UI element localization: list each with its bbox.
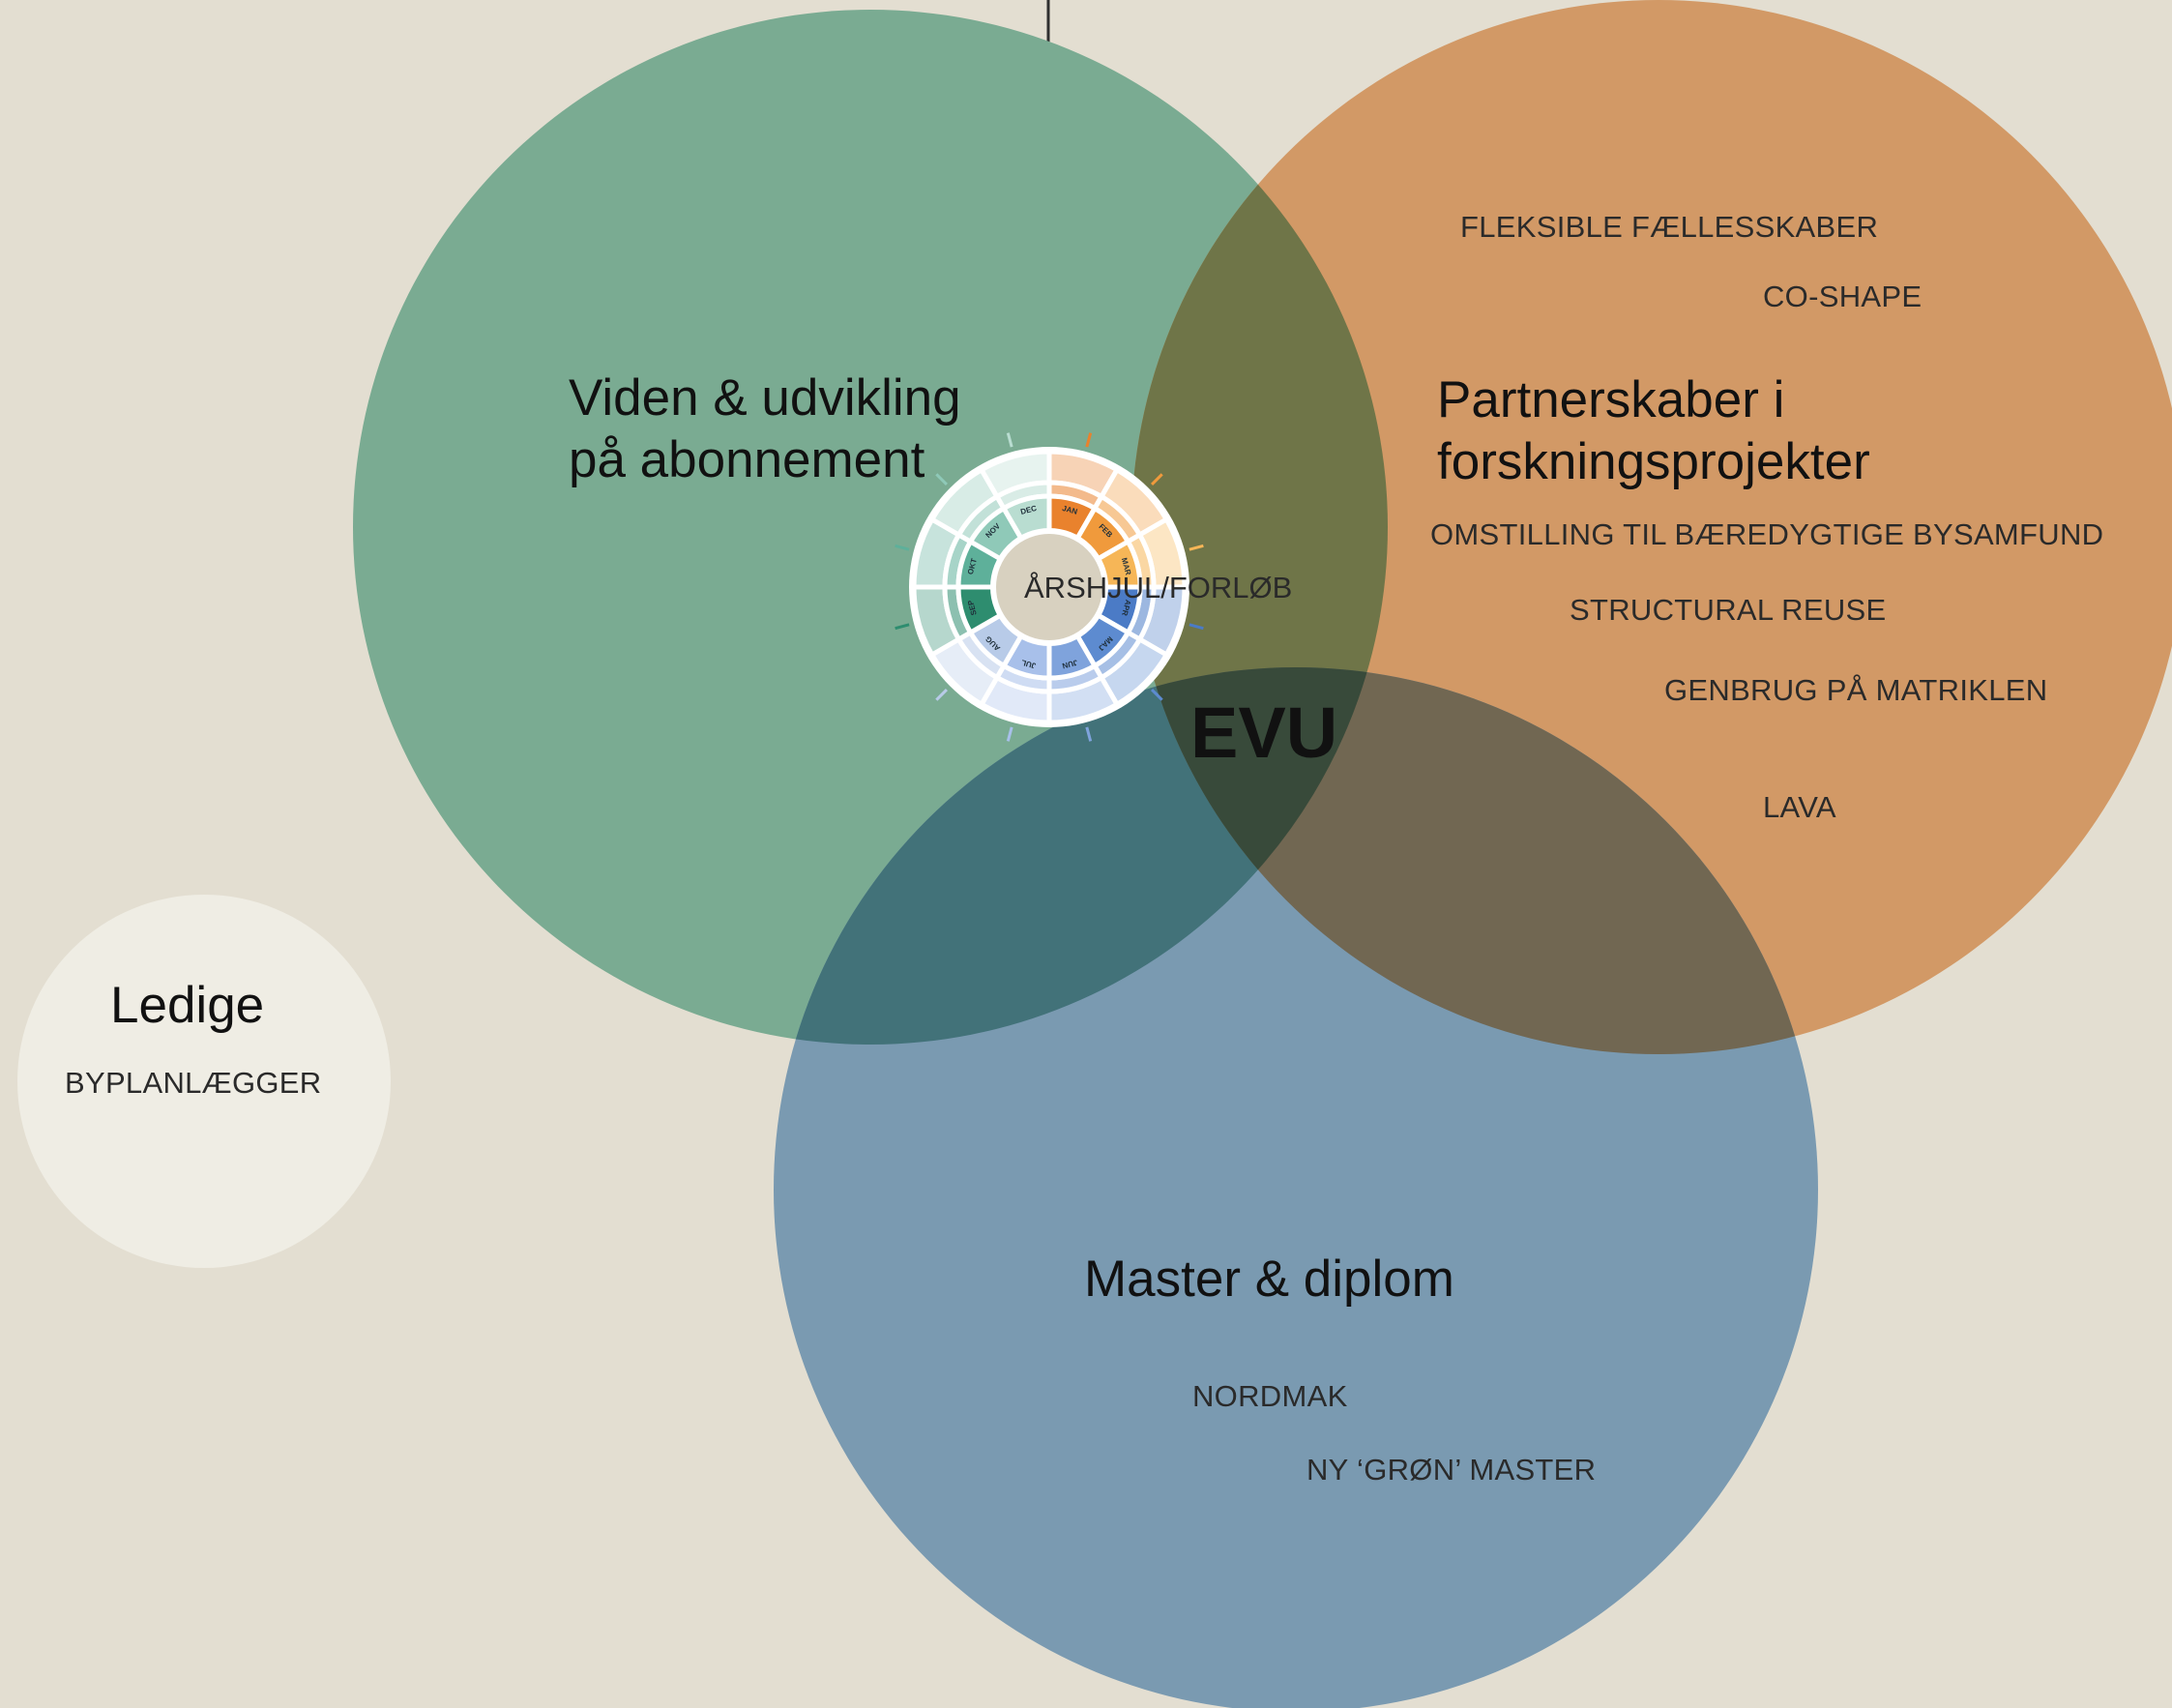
blue-item-nordmak: NORDMAK bbox=[1192, 1379, 1348, 1413]
year-wheel-tick-apr bbox=[1189, 623, 1204, 631]
year-wheel-hub bbox=[990, 528, 1108, 646]
orange-item-fleksible: FLEKSIBLE FÆLLESSKABER bbox=[1460, 210, 1879, 244]
orange-item-omstilling: OMSTILLING TIL BÆREDYGTIGE BYSAMFUND bbox=[1430, 517, 2104, 551]
orange-circle-title-line2: forskningsprojekter bbox=[1437, 433, 1870, 490]
year-wheel-tick-okt bbox=[895, 544, 910, 551]
year-wheel-tick-nov bbox=[935, 473, 948, 486]
green-circle-title: Viden & udvikling på abonnement bbox=[569, 368, 961, 491]
year-wheel-label: ÅRSHJUL/FORLØB bbox=[1024, 571, 1293, 604]
year-wheel-month-dec: DEC bbox=[1019, 504, 1038, 516]
orange-blue-overlap bbox=[1131, 667, 1818, 1054]
ledige-item-byplanlaegger: BYPLANLÆGGER bbox=[65, 1066, 322, 1100]
year-wheel-month-apr: APR bbox=[1120, 599, 1132, 617]
year-wheel-month-jul: JUL bbox=[1020, 658, 1037, 670]
ledige-title: Ledige bbox=[110, 977, 265, 1034]
year-wheel-month-jan: JAN bbox=[1061, 504, 1078, 516]
orange-item-genbrug: GENBRUG PÅ MATRIKLEN bbox=[1664, 673, 2048, 707]
year-wheel-month-okt: OKT bbox=[966, 557, 979, 575]
orange-circle-title-line1: Partnerskaber i bbox=[1437, 371, 1785, 428]
evu-center-label: EVU bbox=[1190, 692, 1338, 773]
year-wheel-tick-jun bbox=[1085, 726, 1093, 742]
blue-item-ny-groen-master: NY ‘GRØN’ MASTER bbox=[1306, 1453, 1597, 1487]
year-wheel-tick-aug bbox=[935, 689, 948, 701]
orange-item-structural-reuse: STRUCTURAL REUSE bbox=[1570, 593, 1887, 627]
year-wheel-tick-mar bbox=[1189, 544, 1204, 551]
orange-item-lava: LAVA bbox=[1763, 790, 1836, 824]
green-circle-title-line1: Viden & udvikling bbox=[569, 369, 961, 427]
blue-circle-title: Master & diplom bbox=[1084, 1251, 1454, 1308]
ledige-circle bbox=[17, 895, 391, 1268]
year-wheel-month-sep: SEP bbox=[966, 599, 979, 616]
orange-item-co-shape: CO-SHAPE bbox=[1763, 280, 1923, 313]
year-wheel-tick-sep bbox=[895, 623, 910, 631]
year-wheel-tick-maj bbox=[1151, 689, 1163, 701]
year-wheel-tick-feb bbox=[1151, 473, 1163, 486]
green-blue-overlap bbox=[774, 667, 1388, 1045]
year-wheel-month-jun: JUN bbox=[1061, 658, 1078, 670]
year-wheel-tick-dec bbox=[1006, 432, 1013, 448]
year-wheel-tick-jan bbox=[1085, 432, 1093, 448]
orange-circle-title: Partnerskaber i forskningsprojekter bbox=[1437, 369, 1870, 493]
green-circle-title-line2: på abonnement bbox=[569, 431, 925, 488]
year-wheel-tick-jul bbox=[1006, 726, 1013, 742]
